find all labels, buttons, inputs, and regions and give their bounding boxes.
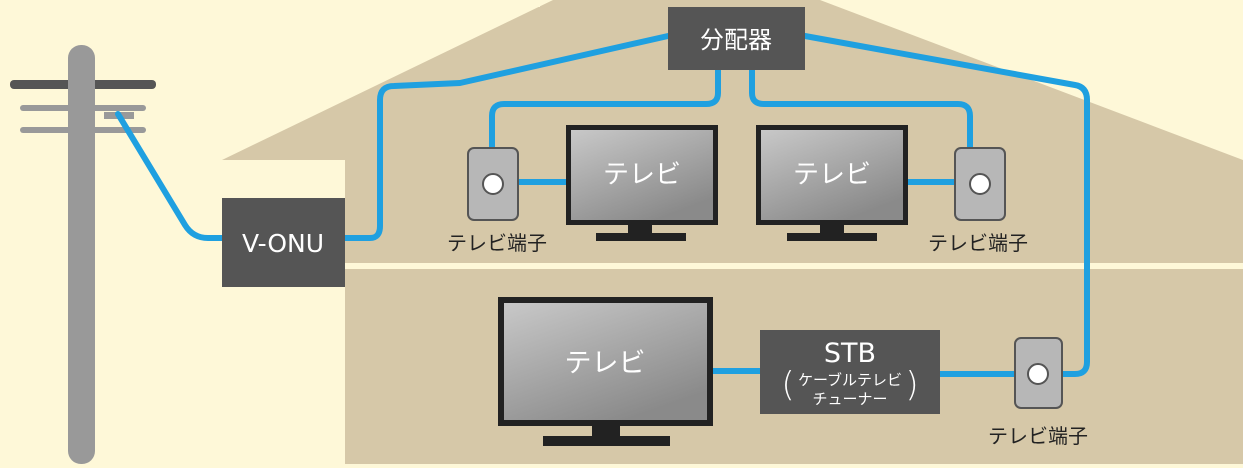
- coax-cables: [115, 33, 1090, 377]
- tv-jack-upper-left: テレビ端子: [447, 147, 547, 255]
- stb-sub-line2: チューナー: [812, 390, 887, 408]
- splitter-label: 分配器: [700, 26, 772, 54]
- stb-box: STB ( ) ケーブルテレビ チューナー: [760, 330, 940, 414]
- jack-upper-right-label: テレビ端子: [928, 231, 1028, 255]
- roof-window: [440, 0, 540, 7]
- tv-lower-label: テレビ: [565, 348, 646, 379]
- cable-splitter-to-jack-right: [749, 67, 973, 151]
- cable-drop-to-onu: [115, 111, 225, 241]
- tv-jack-lower: テレビ端子: [988, 337, 1088, 448]
- tv-lower: テレビ: [498, 297, 713, 446]
- jack-lower-label: テレビ端子: [988, 424, 1088, 448]
- utility-pole: [10, 45, 156, 464]
- jack-upper-left-label: テレビ端子: [447, 231, 547, 255]
- onu-label: V-ONU: [242, 229, 324, 258]
- stb-close-paren: ): [905, 365, 918, 405]
- cable-splitter-to-jack-lower: [802, 33, 1090, 377]
- stb-open-paren: (: [781, 365, 794, 405]
- stb-sub-line1: ケーブルテレビ: [798, 371, 902, 389]
- tv-upper-left: テレビ: [566, 125, 718, 241]
- stb-label: STB: [824, 338, 876, 369]
- tv-jack-upper-right: テレビ端子: [928, 147, 1028, 255]
- cable-onu-to-splitter: [342, 33, 671, 241]
- floor-divider: [345, 263, 1243, 269]
- cable-splitter-to-jack-left: [489, 67, 721, 151]
- tv-upper-right: テレビ: [756, 125, 908, 241]
- house-roof: [222, 0, 1243, 464]
- splitter-box: 分配器: [668, 7, 805, 70]
- tv-upper-left-label: テレビ: [603, 160, 681, 190]
- onu-box: V-ONU: [222, 198, 345, 287]
- tv-upper-right-label: テレビ: [793, 160, 871, 190]
